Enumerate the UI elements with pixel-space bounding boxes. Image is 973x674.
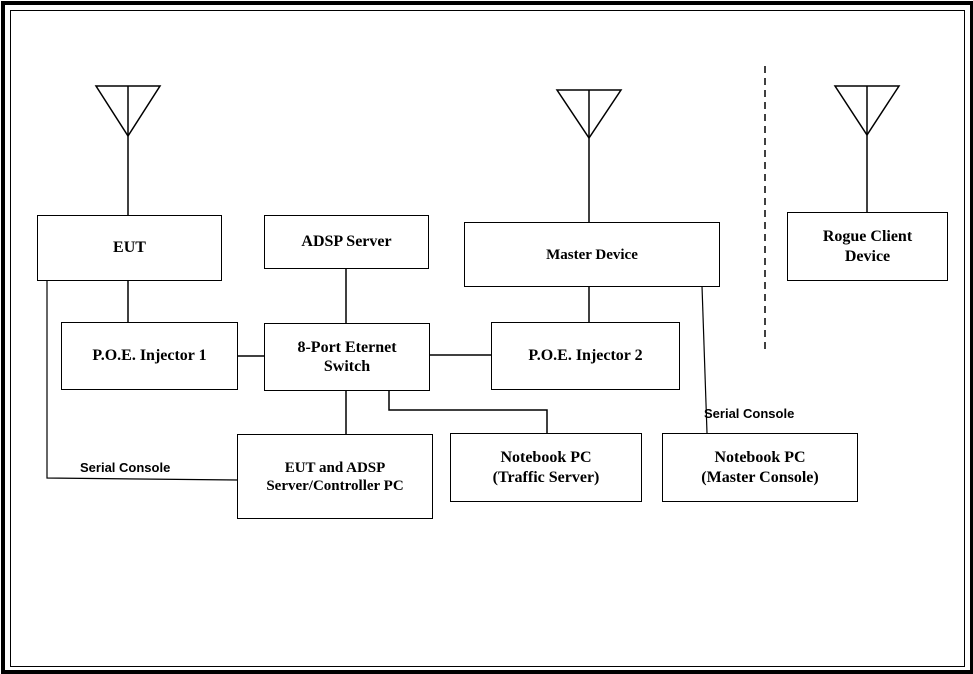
notebook-master-console-label-line1: Notebook PC: [714, 449, 806, 467]
poe-injector-2-label: P.O.E. Injector 2: [528, 347, 643, 365]
master-device-label: Master Device: [546, 246, 638, 263]
serial-console-left-label: Serial Console: [80, 460, 171, 475]
eut-label: EUT: [113, 239, 146, 257]
master-device-box: Master Device: [464, 222, 720, 287]
notebook-traffic-server-box: Notebook PC (Traffic Server): [450, 433, 642, 502]
eut-antenna-icon: [94, 85, 162, 215]
notebook-master-console-label-line2: (Master Console): [701, 468, 819, 486]
rogue-client-box: Rogue Client Device: [787, 212, 948, 281]
serial-console-left-link: [46, 280, 239, 481]
ethernet-switch-box: 8-Port Eternet Switch: [264, 323, 430, 391]
poe-injector-2-box: P.O.E. Injector 2: [491, 322, 680, 390]
master-antenna-icon: [555, 89, 623, 222]
adsp-server-box: ADSP Server: [264, 215, 429, 269]
adsp-server-label: ADSP Server: [301, 233, 392, 251]
poe-injector-1-box: P.O.E. Injector 1: [61, 322, 238, 390]
poe-injector-1-label: P.O.E. Injector 1: [92, 347, 207, 365]
inner-frame: [10, 10, 965, 667]
rogue-client-label-line1: Rogue Client: [822, 228, 913, 246]
eut-box: EUT: [37, 215, 222, 281]
controller-pc-label-line2: Server/Controller PC: [266, 477, 404, 494]
serial-console-right-link: [701, 285, 708, 434]
notebook-traffic-server-label-line1: Notebook PC: [500, 449, 592, 467]
ethernet-switch-label-line1: 8-Port Eternet: [297, 338, 397, 356]
rogue-antenna-icon: [833, 85, 901, 213]
ethernet-switch-label-line2: Switch: [323, 358, 371, 375]
serial-console-right-label: Serial Console: [704, 406, 795, 421]
notebook-master-console-box: Notebook PC (Master Console): [662, 433, 858, 502]
switch-to-traffic-server-link: [388, 391, 548, 433]
controller-pc-box: EUT and ADSP Server/Controller PC: [237, 434, 433, 519]
notebook-traffic-server-label-line2: (Traffic Server): [492, 468, 600, 486]
controller-pc-label-line1: EUT and ADSP: [284, 459, 386, 476]
rogue-client-label-line2: Device: [844, 247, 891, 265]
